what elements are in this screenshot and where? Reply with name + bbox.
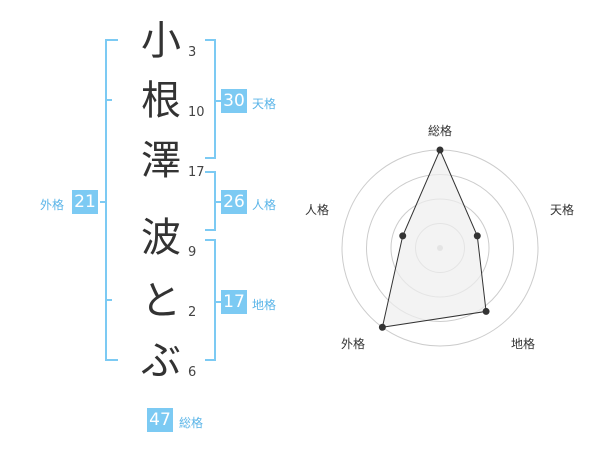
name-char-3: 澤 <box>141 138 181 184</box>
chikaku-label: 地格 <box>252 298 277 312</box>
radar-point-0 <box>436 146 444 154</box>
name-char-5: と <box>141 278 181 324</box>
chikaku-value: 17 <box>221 290 247 314</box>
soukaku-label: 総格 <box>179 416 204 430</box>
stroke-count-3: 17 <box>188 165 205 180</box>
chikaku-bracket <box>205 239 216 361</box>
name-char-6: ぶ <box>141 338 181 384</box>
jinkaku-label: 人格 <box>252 198 277 212</box>
radar-axis-label-4: 人格 <box>305 203 330 217</box>
stroke-count-6: 6 <box>188 365 197 380</box>
radar-axis-label-3: 外格 <box>341 337 366 351</box>
jinkaku-value: 26 <box>221 190 247 214</box>
radar-axis-label-0: 総格 <box>428 124 453 138</box>
tenkaku-bracket <box>205 39 216 159</box>
radar-point-4 <box>399 232 407 240</box>
stroke-count-2: 10 <box>188 105 205 120</box>
radar-data-area <box>381 148 487 328</box>
fortune-radar-chart <box>341 146 539 347</box>
tenkaku-value: 30 <box>221 89 247 113</box>
name-char-4: 波 <box>141 215 181 261</box>
stroke-count-1: 3 <box>188 45 197 60</box>
soukaku-value: 47 <box>147 408 173 432</box>
gaikaku-label: 外格 <box>40 198 65 212</box>
radar-axis-label-2: 地格 <box>511 337 536 351</box>
tenkaku-label: 天格 <box>252 97 277 111</box>
radar-axis-label-1: 天格 <box>550 203 575 217</box>
gaikaku-bracket <box>105 39 118 361</box>
name-char-1: 小 <box>141 18 181 64</box>
jinkaku-bracket <box>205 171 216 231</box>
gaikaku-value: 21 <box>72 190 98 214</box>
stroke-count-5: 2 <box>188 305 197 320</box>
radar-point-3 <box>378 323 386 331</box>
radar-point-1 <box>473 232 481 240</box>
name-char-2: 根 <box>141 78 181 124</box>
radar-point-2 <box>482 307 490 315</box>
stroke-count-4: 9 <box>188 245 197 260</box>
